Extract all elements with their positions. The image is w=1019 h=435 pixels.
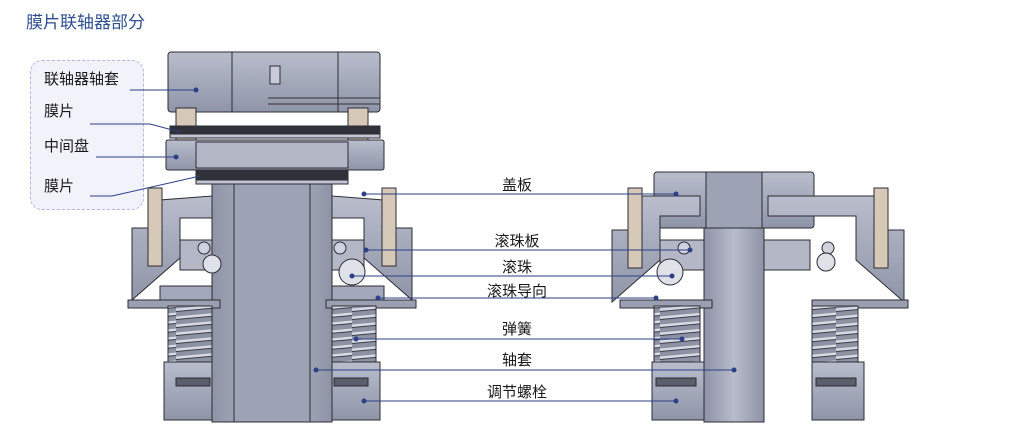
label-ball: 滚珠 [501,258,533,276]
label-diaphragm-upper: 膜片 [44,102,75,120]
diagram-title: 膜片联轴器部分 [26,13,145,33]
diaphragm-upper [169,125,381,135]
cover-screw [381,187,397,267]
label-middle-disc: 中间盘 [44,137,90,155]
ball [338,258,366,286]
label-coupling-hub: 联轴器轴套 [44,70,120,88]
left-assembly [127,51,417,423]
label-adjusting-bolt: 调节螺栓 [486,383,548,401]
cover-screw [147,187,163,267]
label-diaphragm-lower: 膜片 [44,177,75,195]
label-ball-guide: 滚珠导向 [486,282,548,300]
leader-lines [90,87,737,404]
right-assembly [611,171,909,423]
label-cover-plate: 盖板 [501,176,533,194]
adjusting-bolt [163,361,213,421]
label-sleeve: 轴套 [501,351,533,369]
label-ball-plate: 滚珠板 [494,232,540,250]
diaphragm-lower [195,169,349,181]
right-shaft [703,227,765,423]
label-spring: 弹簧 [501,320,533,338]
ball [202,254,222,274]
coupling-legend-box [30,60,144,210]
